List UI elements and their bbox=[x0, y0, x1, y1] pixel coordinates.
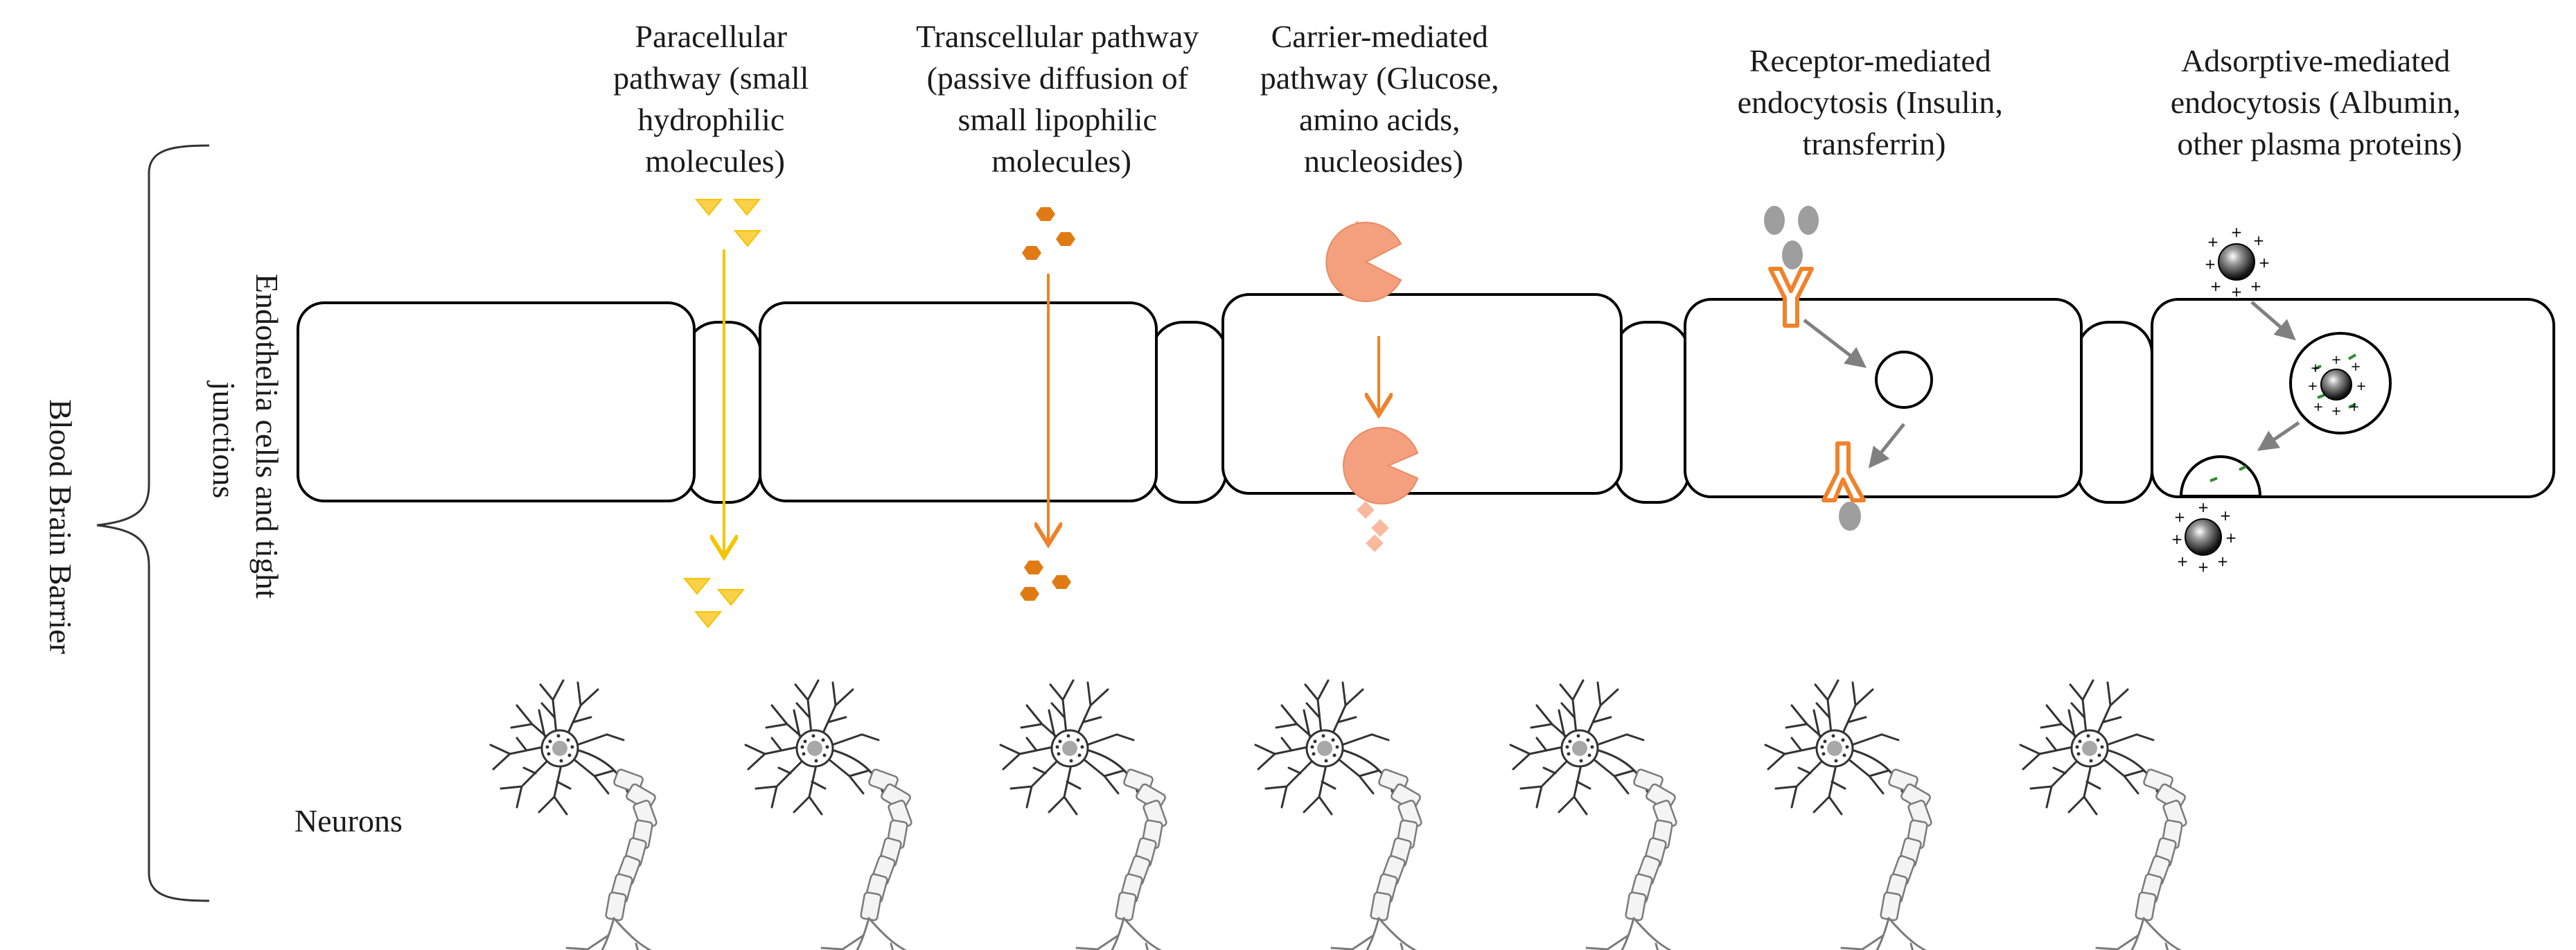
svg-text:+: + bbox=[2174, 509, 2186, 525]
charged-particle-icon: + + + + + + + + bbox=[2171, 499, 2237, 575]
adsorptive-arrow-out bbox=[2257, 421, 2300, 451]
carrier-protein-icon bbox=[1343, 427, 1419, 504]
hexagon-molecule-icon bbox=[1056, 232, 1075, 246]
triangle-molecule-icon bbox=[694, 611, 723, 628]
carrier-protein-icon bbox=[1325, 222, 1402, 302]
blood-brain-barrier-label: Blood Brain Barrier bbox=[43, 399, 78, 654]
paracellular-pathway bbox=[682, 199, 762, 628]
title-paracellular: Paracellular pathway (small hydrophilic … bbox=[613, 19, 817, 179]
svg-text:+: + bbox=[2350, 360, 2361, 374]
svg-text:+: + bbox=[2307, 379, 2318, 394]
triangle-molecule-icon bbox=[732, 199, 761, 216]
svg-text:+: + bbox=[2313, 400, 2323, 414]
title-receptor-mediated: Receptor-mediated endocytosis (Insulin, … bbox=[1738, 43, 2011, 161]
exocytic-vesicle bbox=[2179, 455, 2262, 498]
pathway-titles: Paracellular pathway (small hydrophilic … bbox=[613, 19, 2469, 179]
svg-text:+: + bbox=[2205, 256, 2216, 272]
svg-text:+: + bbox=[2250, 278, 2262, 294]
endothelial-layer bbox=[297, 293, 2555, 504]
receptor-arrow-in bbox=[1803, 319, 1867, 369]
endothelial-label: Endothelia cells and tight junctions bbox=[206, 274, 285, 606]
hexagon-molecule-icon bbox=[1024, 561, 1043, 574]
svg-text:+: + bbox=[2198, 499, 2209, 516]
svg-text:+: + bbox=[2356, 379, 2366, 394]
svg-text:+: + bbox=[2331, 404, 2341, 419]
svg-text:+: + bbox=[2217, 553, 2229, 570]
tight-junction bbox=[2076, 321, 2153, 504]
neurons-row bbox=[489, 679, 2216, 950]
ligand bbox=[1764, 206, 1785, 235]
endothelial-cell bbox=[1221, 293, 1623, 495]
hexagon-molecule-icon bbox=[1020, 587, 1039, 601]
svg-text:+: + bbox=[2331, 353, 2341, 367]
svg-text:+: + bbox=[2177, 553, 2189, 570]
adsorptive-arrow-in bbox=[2250, 301, 2296, 341]
hexagon-molecule-icon bbox=[1052, 575, 1071, 589]
transcellular-pathway bbox=[1020, 207, 1075, 601]
svg-text:+: + bbox=[2310, 361, 2320, 376]
title-adsorptive-mediated: Adsorptive-mediated endocytosis (Albumin… bbox=[2171, 43, 2469, 161]
neuron-icon bbox=[2019, 679, 2216, 950]
charged-particle-icon: + + + + + + + + bbox=[2205, 224, 2270, 300]
neuron-icon bbox=[1254, 679, 1451, 950]
svg-text:+: + bbox=[2207, 234, 2219, 250]
tight-junction bbox=[1150, 321, 1228, 504]
endothelial-cell bbox=[759, 301, 1158, 502]
neuron-icon bbox=[1509, 679, 1706, 950]
neurons-label: Neurons bbox=[294, 803, 403, 838]
title-transcellular: Transcellular pathway (passive diffusion… bbox=[916, 19, 1207, 179]
receptor-icon bbox=[1821, 441, 1866, 502]
svg-text:+: + bbox=[2198, 558, 2209, 575]
svg-text:+: + bbox=[2349, 400, 2359, 414]
triangle-molecule-icon bbox=[682, 578, 712, 595]
receptor-icon bbox=[1768, 267, 1814, 328]
title-carrier-mediated: Carrier-mediated pathway (Glucose, amino… bbox=[1260, 19, 1507, 179]
carrier-substrate bbox=[1366, 534, 1384, 552]
charged-particle-icon: + + + + + + + + bbox=[2307, 353, 2366, 419]
tight-junction bbox=[1613, 321, 1691, 504]
neuron-icon bbox=[744, 679, 941, 950]
triangle-molecule-icon bbox=[716, 589, 746, 606]
svg-text:+: + bbox=[2231, 283, 2243, 300]
hexagon-molecule-icon bbox=[1022, 246, 1041, 260]
neuron-icon bbox=[489, 679, 686, 950]
adsorptive-mediated-pathway: + + + + + + + + + + + + + + + + + + + + + + + + bbox=[2171, 224, 2392, 575]
bracket-icon bbox=[96, 144, 210, 902]
ligand bbox=[1798, 206, 1819, 235]
ligand bbox=[1782, 240, 1803, 270]
receptor-mediated-pathway bbox=[1764, 206, 1933, 531]
triangle-molecule-icon bbox=[694, 199, 723, 216]
ligand bbox=[1839, 502, 1861, 531]
triangle-molecule-icon bbox=[733, 230, 762, 247]
svg-text:+: + bbox=[2231, 224, 2243, 240]
neuron-icon bbox=[1764, 679, 1961, 950]
svg-text:+: + bbox=[2225, 529, 2237, 546]
svg-text:+: + bbox=[2220, 507, 2232, 524]
carrier-substrate bbox=[1357, 501, 1375, 519]
neuron-icon bbox=[999, 679, 1196, 950]
receptor-arrow-out bbox=[1868, 423, 1905, 468]
carrier-substrate bbox=[1371, 519, 1389, 537]
hexagon-molecule-icon bbox=[1036, 207, 1055, 221]
svg-text:+: + bbox=[2253, 232, 2265, 249]
endothelial-cell bbox=[297, 301, 696, 502]
svg-text:+: + bbox=[2259, 254, 2270, 271]
svg-text:+: + bbox=[2171, 531, 2183, 547]
svg-text:+: + bbox=[2210, 278, 2222, 294]
endosome bbox=[1875, 351, 1933, 409]
